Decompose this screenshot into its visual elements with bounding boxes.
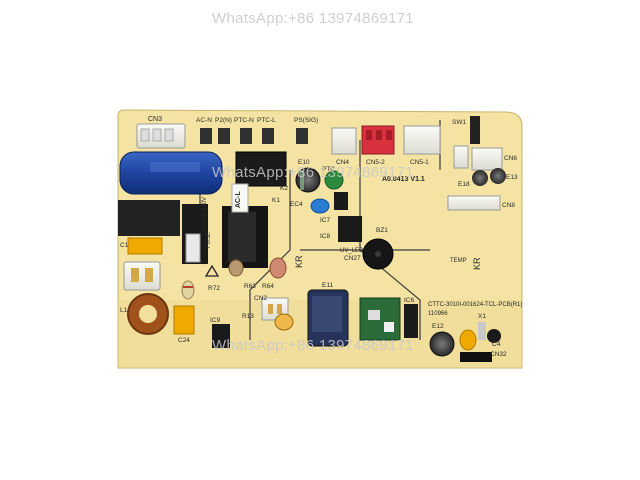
label-e12: E12 <box>432 323 444 330</box>
label-p2n: P2(N) <box>215 117 232 124</box>
label-c4: C4 <box>492 341 501 348</box>
resistor-cn2 <box>274 313 294 331</box>
connector-cn6 <box>471 147 503 171</box>
label-c1: C1 <box>120 242 129 249</box>
label-bz1: BZ1 <box>376 227 388 234</box>
blue-capacitor <box>119 151 223 195</box>
connector-cn3 <box>136 123 186 149</box>
label-e11: E11 <box>322 282 333 289</box>
label-r13: R13 <box>242 313 254 320</box>
label-cn32: CN32 <box>490 351 507 358</box>
connector-cn8 <box>447 195 501 211</box>
label-ic8: IC8 <box>320 233 331 240</box>
label-kr-1: KR <box>294 255 304 268</box>
resistor-r64 <box>269 257 287 279</box>
inductor-l1 <box>127 293 169 335</box>
terminal-pins <box>200 128 308 144</box>
fuse-holder <box>118 200 208 264</box>
switch-sw1 <box>470 116 480 144</box>
label-ac-l: AC-L <box>235 191 242 208</box>
green-module <box>359 297 401 341</box>
label-fuse: FUSE <box>206 232 212 248</box>
relay-k2 <box>235 151 287 187</box>
label-l1: L1 <box>120 307 128 314</box>
label-ps: PS(SIG) <box>294 117 318 124</box>
label-e13: E13 <box>506 174 518 181</box>
label-t3: T3.15A/250V <box>202 197 208 232</box>
warning-triangle <box>204 264 220 277</box>
label-e10: E10 <box>298 159 310 166</box>
label-board-id: A0.0413 V1.1 <box>382 176 425 183</box>
cap-e12 <box>429 331 455 357</box>
connector-cn4 <box>331 127 357 155</box>
connector-small-1 <box>453 145 469 169</box>
relay-k1 <box>222 206 268 268</box>
ic6 <box>404 304 418 338</box>
cap-e10 <box>295 167 321 193</box>
label-cn3: CN3 <box>148 116 162 123</box>
cap-c4 <box>459 329 477 351</box>
label-cn2: CN2 <box>254 295 267 302</box>
label-cn4: CN4 <box>336 159 349 166</box>
connector-cn5-1 <box>403 125 441 155</box>
watermark-middle: WhatsApp:+86 13974869171 <box>212 164 414 181</box>
watermark-top: WhatsApp:+86 13974869171 <box>212 10 414 27</box>
label-ptc: PTC <box>322 166 335 173</box>
cap-e18 <box>472 170 488 186</box>
resistor-r72 <box>181 280 195 300</box>
cap-ec4-blue <box>310 198 330 214</box>
label-r63: R63 <box>244 283 256 290</box>
label-e18: E18 <box>458 181 470 188</box>
label-uv-led: UV_LED <box>340 248 364 254</box>
ic7 <box>334 192 348 210</box>
label-ec4: EC4 <box>290 201 303 208</box>
ac-l-sticker <box>231 183 249 213</box>
label-r64: R64 <box>262 283 274 290</box>
label-x1: X1 <box>478 313 486 320</box>
ic8 <box>338 216 362 242</box>
header-cn32 <box>460 352 492 362</box>
yellow-cap-c1 <box>127 237 163 255</box>
cap-e13 <box>490 168 506 184</box>
label-cttc: CTTC-3010I-001624-TCL-PCB(R1) <box>428 302 522 308</box>
label-k1: K1 <box>272 197 280 204</box>
cap-near-cn32 <box>487 329 501 343</box>
cap-e11 <box>307 289 349 347</box>
label-c24: C24 <box>178 337 190 344</box>
label-r72: R72 <box>208 285 220 292</box>
label-cn6: CN6 <box>504 155 517 162</box>
yellow-cap-c24 <box>173 305 195 335</box>
connector-cn5-2 <box>361 125 395 155</box>
label-k2: K2 <box>280 185 288 192</box>
label-code: 110966 <box>428 311 448 317</box>
label-ic9: IC9 <box>210 317 221 324</box>
watermark-bottom: WhatsApp:+86 13974869171 <box>212 337 414 354</box>
crystal-x1 <box>478 322 486 340</box>
label-temp: TEMP <box>450 258 467 264</box>
label-cn5-2: CN5-2 <box>366 159 385 166</box>
label-ptc-l: PTC-L <box>257 117 276 124</box>
connector-left <box>123 261 161 291</box>
label-cn5-1: CN5-1 <box>410 159 429 166</box>
label-cn8: CN8 <box>502 202 515 209</box>
label-ac-n: AC-N <box>196 117 212 124</box>
label-ptc-n: PTC-N <box>234 117 254 124</box>
label-sw1: SW1 <box>452 119 466 126</box>
resistor-r63 <box>228 259 244 277</box>
ptc-sensor <box>324 170 344 190</box>
ic9 <box>212 324 230 348</box>
label-ic7: IC7 <box>320 217 331 224</box>
label-cn27: CN27 <box>344 255 361 262</box>
label-ic6: IC6 <box>404 297 415 304</box>
label-kr-2: KR <box>472 257 482 270</box>
